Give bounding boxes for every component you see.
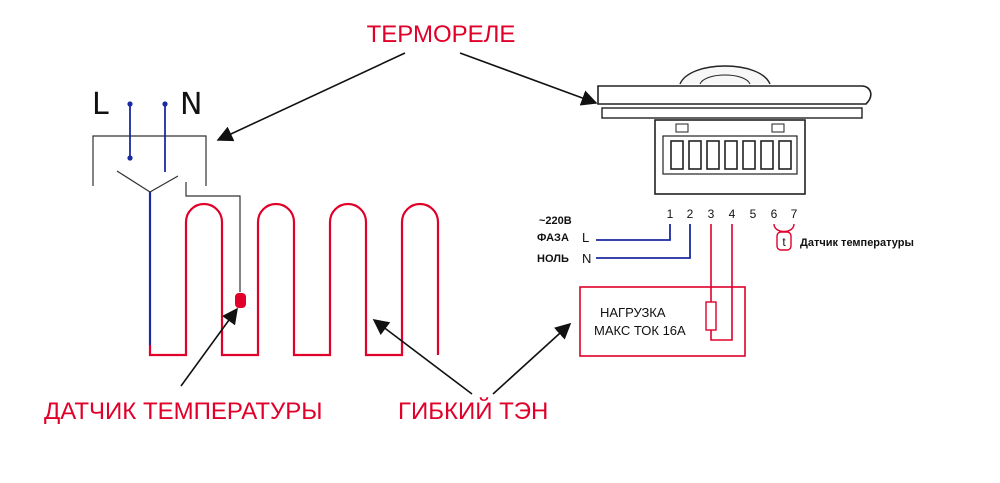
switch-neutral-letter: N [180, 87, 202, 122]
sensor-symbol-box [776, 231, 792, 251]
thermostat-title: ТЕРМОРЕЛЕ [367, 21, 516, 48]
terminal-number: 3 [708, 207, 715, 221]
load-line2: МАКС ТОК 16А [594, 323, 686, 338]
load-box [579, 286, 746, 357]
terminal-dot [127, 155, 133, 161]
thermostat-device [597, 65, 872, 195]
phase-letter: L [582, 230, 589, 245]
load-wire-4 [710, 224, 733, 341]
switch-lever [116, 170, 151, 193]
neutral-wire [596, 224, 691, 259]
terminal-screws [670, 140, 792, 170]
phase-label: ФАЗА [537, 232, 569, 244]
clip [771, 123, 785, 133]
terminal-number: 2 [687, 207, 694, 221]
switch-block: L N [92, 87, 241, 292]
terminal-number: 7 [791, 207, 798, 221]
sensor-symbol: t [782, 235, 786, 249]
clip [675, 123, 689, 133]
arrow-to-heater [372, 319, 473, 395]
terminal-number: 6 [771, 207, 778, 221]
sensor-caption-small: Датчик температуры [800, 237, 914, 249]
neutral-label: НОЛЬ [537, 253, 569, 265]
terminal-dot [127, 101, 133, 107]
temperature-sensor-icon [235, 293, 246, 308]
terminal-strip [662, 135, 798, 175]
thermostat-cover [597, 85, 872, 105]
load-line1: НАГРУЗКА [600, 305, 666, 320]
thermostat-knob-detail [699, 74, 751, 85]
sensor-lead [185, 182, 241, 292]
phase-wire [596, 224, 671, 241]
terminal-dot [162, 101, 168, 107]
switch-phase-letter: L [92, 87, 109, 122]
sensor-loop [773, 223, 795, 233]
load-resistor [705, 301, 717, 331]
switch-lever [149, 175, 179, 193]
arrow-to-switch [216, 52, 406, 142]
arrow-to-thermostat [459, 52, 598, 106]
terminal-number: 4 [729, 207, 736, 221]
switch-housing [92, 135, 207, 186]
arrow-to-load [492, 322, 572, 395]
arrow-to-sensor [180, 307, 238, 387]
heating-cable [148, 202, 440, 357]
voltage-label: ~220В [539, 215, 572, 227]
wiring-schematic: ~220В ФАЗА L НОЛЬ N 1 2 3 4 5 6 7 НАГРУЗ… [537, 207, 914, 357]
heater-caption: ГИБКИЙ ТЭН [398, 397, 548, 425]
thermostat-frame [601, 107, 863, 119]
terminal-number: 1 [667, 207, 674, 221]
neutral-letter: N [582, 251, 591, 266]
terminal-number: 5 [750, 207, 757, 221]
sensor-caption: ДАТЧИК ТЕМПЕРАТУРЫ [44, 398, 323, 425]
